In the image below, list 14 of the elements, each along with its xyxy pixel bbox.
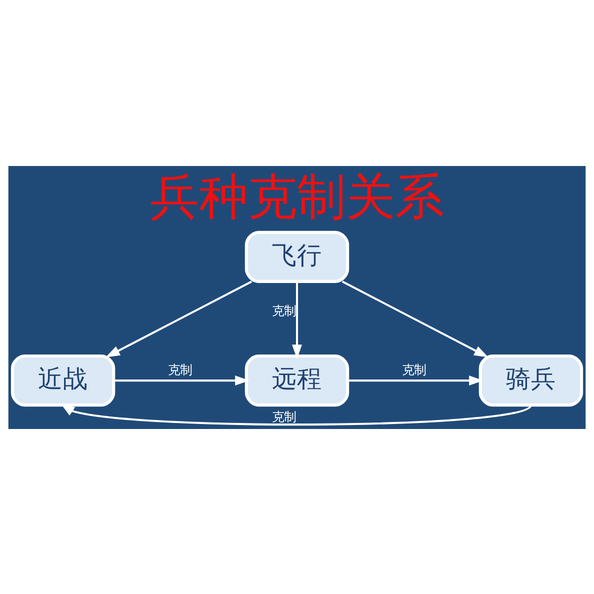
node-box: 远程 [244, 354, 350, 406]
arrow [292, 281, 302, 358]
arrow [348, 375, 484, 386]
edge-label: 克制 [272, 304, 296, 318]
edge-label: 克制 [402, 362, 426, 377]
node-box: 骑兵 [478, 354, 584, 406]
edge-label: 克制 [272, 410, 296, 424]
edge-label: 克制 [168, 362, 192, 377]
node-box: 飞行 [244, 230, 350, 282]
arrow [342, 280, 488, 357]
arrow [114, 375, 250, 386]
arrow [106, 280, 252, 357]
node-box: 近战 [10, 354, 116, 406]
diagram-title: 兵种克制关系 [150, 166, 444, 225]
